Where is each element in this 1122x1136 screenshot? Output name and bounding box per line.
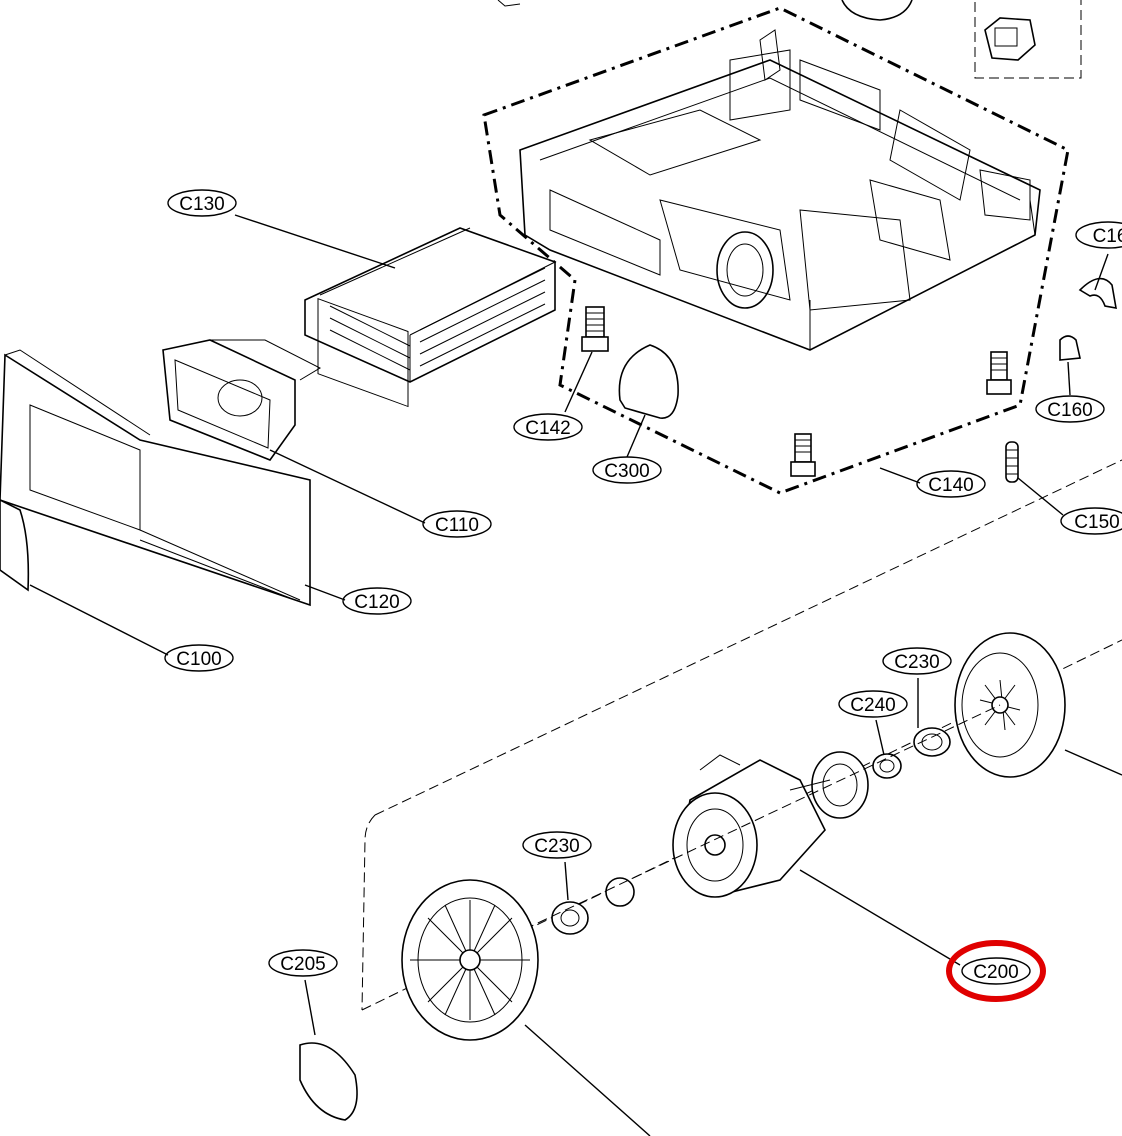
fan-right [954, 632, 1066, 778]
callout-c230-bottom-label: C230 [534, 836, 579, 857]
shaft-axis [469, 704, 1001, 956]
callout-c205-label: C205 [280, 954, 325, 975]
front-panel-c100 [0, 499, 30, 592]
spring-c150 [1005, 441, 1019, 483]
callout-c16x-label: C16 [1093, 226, 1122, 247]
callout-c150: C150 [1060, 507, 1122, 535]
heater-duct-c130 [304, 227, 556, 408]
pulley [811, 751, 869, 819]
callout-c200: C200 [961, 957, 1031, 985]
callout-c240-label: C240 [850, 695, 895, 716]
clip-c160 [1059, 335, 1081, 361]
callout-c100-label: C100 [176, 649, 221, 670]
callout-c150-label: C150 [1074, 512, 1119, 533]
callout-c130: C130 [167, 189, 237, 217]
bearing-c230-bottom [551, 901, 589, 935]
callout-c142: C142 [513, 413, 583, 441]
callout-c120-label: C120 [354, 592, 399, 613]
bearing-c230-top [913, 727, 951, 757]
bracket-c16x [1078, 277, 1117, 309]
callout-c230-bottom: C230 [522, 831, 592, 859]
callout-c140: C140 [916, 470, 986, 498]
callout-c142-label: C142 [525, 418, 570, 439]
callout-c130-label: C130 [179, 194, 224, 215]
callout-c240: C240 [838, 690, 908, 718]
callout-c230-top: C230 [882, 647, 952, 675]
gasket-c300 [618, 344, 679, 419]
callout-c300-label: C300 [604, 461, 649, 482]
callout-labels: C130 C16 C142 C160 C300 C140 C110 C150 [164, 189, 1122, 985]
belt-c205 [299, 1042, 358, 1121]
callout-c110-label: C110 [435, 515, 479, 536]
base-frame-group [482, 6, 1070, 495]
screw-c140-right [986, 351, 1012, 395]
callout-c16x: C16 [1075, 221, 1122, 249]
front-panel-c120 [0, 349, 311, 607]
fan-left [401, 879, 539, 1041]
callout-c160-label: C160 [1047, 400, 1092, 421]
motor-c200 [672, 754, 831, 898]
duct-connector-c110 [162, 339, 322, 461]
callout-c205: C205 [268, 949, 338, 977]
shaft-bushing [605, 877, 635, 907]
screw-c140-bottom [790, 433, 816, 477]
callout-c110: C110 [422, 510, 492, 538]
top-fragments [497, 0, 1082, 79]
leader-lines [29, 214, 1122, 1136]
bushing-c240 [872, 753, 902, 779]
screw-c142 [581, 306, 609, 352]
callout-c140-label: C140 [928, 475, 973, 496]
callout-c200-label: C200 [973, 962, 1018, 983]
callout-c120: C120 [342, 587, 412, 615]
callout-c230-top-label: C230 [894, 652, 939, 673]
callout-c160: C160 [1035, 395, 1105, 423]
highlight-ring-c200 [946, 940, 1046, 1002]
callout-c300: C300 [592, 456, 662, 484]
callout-c100: C100 [164, 644, 234, 672]
